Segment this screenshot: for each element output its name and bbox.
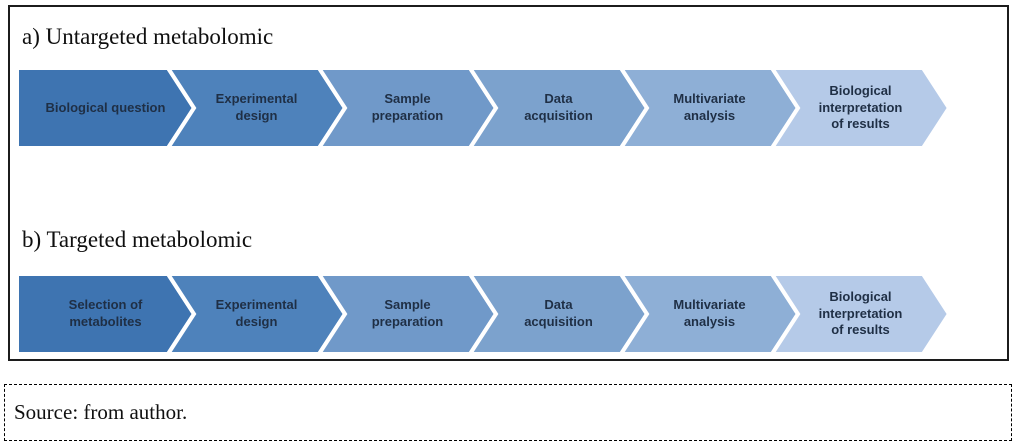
chevron-step-shape <box>768 272 952 356</box>
chevron-step-shape <box>15 66 197 150</box>
figure-border-box: a) Untargeted metabolomic Biological que… <box>8 5 1009 361</box>
flow-targeted: Selection of metabolites Experimental de… <box>15 272 952 356</box>
source-note-box: Source: from author. <box>4 384 1012 441</box>
flow-untargeted: Biological question Experimental design … <box>15 66 952 150</box>
chevron-flow-graphic <box>15 272 952 356</box>
chevron-step-shape <box>15 272 197 356</box>
chevron-step-shape <box>315 66 499 150</box>
chevron-step-shape <box>164 66 348 150</box>
chevron-step-shape <box>768 66 952 150</box>
chevron-step-shape <box>315 272 499 356</box>
chevron-step-shape <box>466 66 650 150</box>
section-title-untargeted: a) Untargeted metabolomic <box>22 24 274 49</box>
section-title-targeted: b) Targeted metabolomic <box>22 227 253 252</box>
chevron-flow-graphic <box>15 66 952 150</box>
chevron-step-shape <box>617 272 801 356</box>
source-note: Source: from author. <box>14 400 188 424</box>
chevron-step-shape <box>164 272 348 356</box>
chevron-step-shape <box>466 272 650 356</box>
chevron-step-shape <box>617 66 801 150</box>
